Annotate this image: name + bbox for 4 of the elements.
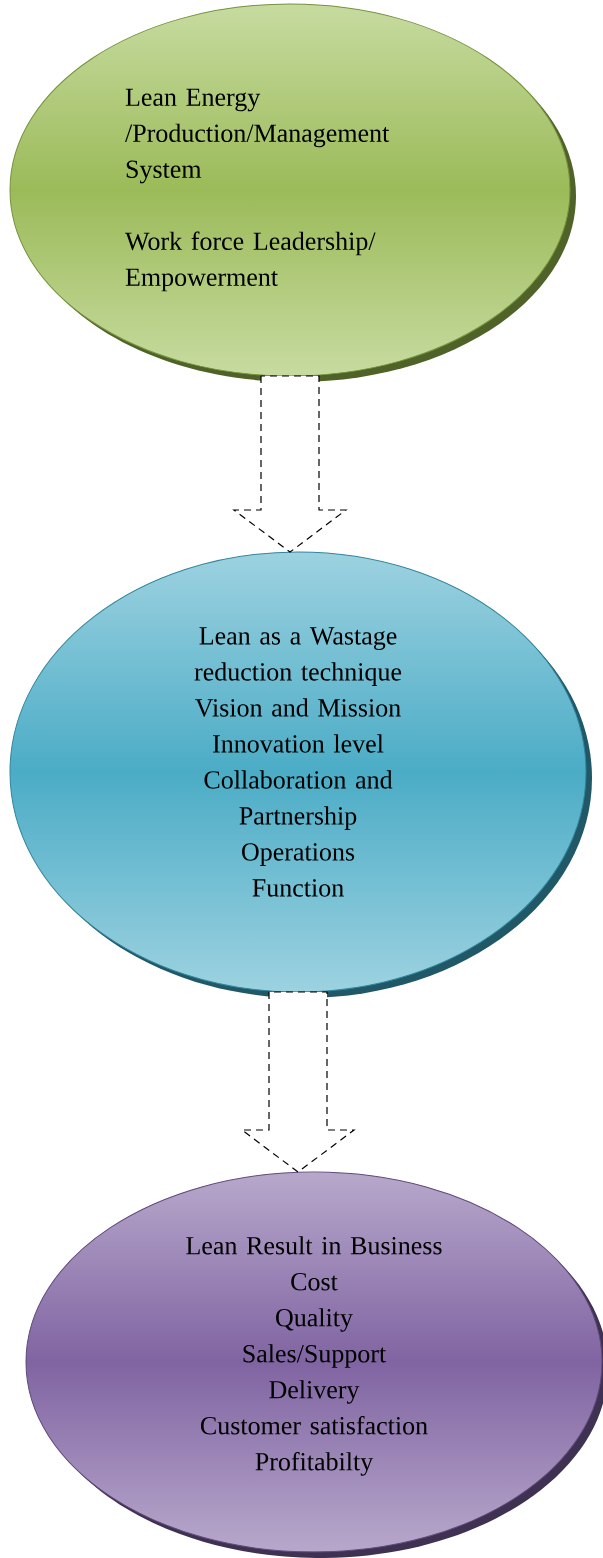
ellipse-node: Lean as a Wastage reduction technique Vision and Mission Innovation level Collaboration and Partnership Operations Function <box>9 551 592 998</box>
ellipse-node: Lean Energy /Production/Management System Work force Leadership/ Empowerment <box>9 3 576 382</box>
ellipse-node: Lean Result in Business Cost Quality Sales/Support Delivery Customer satisfaction Profitabilty <box>25 1171 603 1558</box>
block-arrow <box>232 375 348 553</box>
